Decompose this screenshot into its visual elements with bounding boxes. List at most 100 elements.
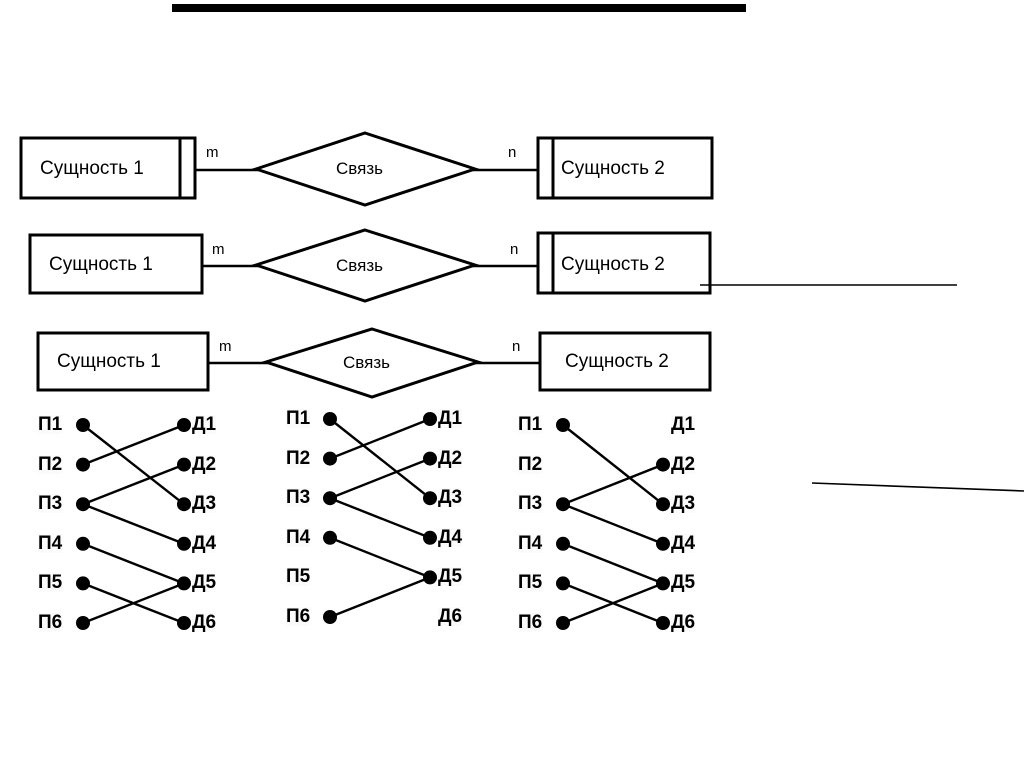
mapping-node-dot[interactable]: [656, 497, 670, 512]
mapping-node-label-right: Д3: [671, 493, 696, 515]
mapping-node-label-right: Д1: [192, 414, 217, 435]
mapping-node-label-right: Д4: [438, 526, 463, 548]
mapping-node-label-left: П2: [286, 447, 311, 469]
mapping-node-dot[interactable]: [177, 536, 191, 551]
cardinality-right-3: n: [512, 338, 521, 355]
mapping-node-label-left: П6: [38, 612, 63, 633]
mapping-node-dot[interactable]: [323, 491, 337, 506]
mapping-node-dot[interactable]: [423, 530, 437, 545]
entity-box-right-3[interactable]: [538, 331, 712, 392]
mapping-node-dot[interactable]: [556, 616, 570, 630]
relationship-diamond-3[interactable]: [261, 327, 483, 399]
mapping-node-dot[interactable]: [323, 412, 337, 426]
mapping-node-dot[interactable]: [323, 451, 337, 466]
cardinality-right-1: n: [508, 144, 517, 161]
mapping-node-dot[interactable]: [323, 530, 337, 545]
mapping-node-label-right: Д4: [192, 532, 217, 554]
mapping-edge: [329, 536, 431, 579]
entity-label-right-2: Сущность 2: [561, 254, 665, 275]
mapping-node-dot[interactable]: [76, 536, 90, 551]
mapping-edge: [82, 463, 185, 506]
mapping-node-dot[interactable]: [423, 451, 437, 466]
mapping-node-dot[interactable]: [556, 418, 570, 432]
cardinality-left-3: m: [219, 338, 232, 355]
mapping-node-dot[interactable]: [177, 497, 191, 512]
stray-line-2: [811, 482, 1024, 492]
mapping-edge: [562, 582, 664, 625]
entity-label-right-3: Сущность 2: [565, 351, 669, 372]
mapping-node-label-left: П3: [286, 487, 311, 509]
mapping-node-label-left: П5: [286, 566, 311, 588]
relationship-label-3: Связь: [343, 353, 390, 372]
mapping-node-dot[interactable]: [656, 576, 670, 591]
title-bar: [172, 4, 746, 12]
mapping-node-dot[interactable]: [556, 536, 570, 551]
mapping-node-dot[interactable]: [76, 576, 90, 591]
stray-lines: [700, 284, 1024, 492]
cardinality-left-2: m: [212, 241, 225, 258]
mapping-node-label-left: П6: [286, 606, 311, 627]
entity-box-right-2[interactable]: [536, 231, 712, 295]
mapping-edge: [82, 423, 185, 466]
mapping-node-dot[interactable]: [76, 497, 90, 512]
mapping-edge: [329, 457, 431, 500]
entity-box-left-3[interactable]: [36, 331, 210, 392]
entity-box-left-1[interactable]: [19, 136, 197, 200]
cardinality-right-2: n: [510, 241, 519, 258]
mapping-node-label-right: Д6: [438, 606, 463, 627]
mapping-edge: [329, 417, 431, 460]
mapping-node-label-left: П1: [38, 414, 63, 435]
mapping-node-label-left: П5: [518, 572, 543, 594]
mapping-edge: [82, 424, 185, 506]
entity-box-right-1[interactable]: [536, 136, 714, 200]
mapping-graphics-layer: [76, 412, 670, 630]
mapping-edge: [329, 576, 431, 619]
mapping-node-label-right: Д2: [192, 453, 217, 475]
mapping-edge: [82, 542, 185, 585]
mapping-node-dot[interactable]: [656, 457, 670, 472]
mapping-node-label-right: Д2: [671, 453, 696, 475]
mapping-edge: [562, 542, 664, 585]
mapping-node-dot[interactable]: [423, 570, 437, 585]
er-row-2: [28, 228, 712, 303]
mapping-edge: [562, 463, 664, 506]
mapping-node-dot[interactable]: [177, 576, 191, 591]
mapping-edge: [82, 582, 185, 625]
mapping-node-dot[interactable]: [556, 576, 570, 591]
mapping-node-dot[interactable]: [423, 491, 437, 506]
mapping-node-label-right: Д1: [438, 408, 463, 429]
relationship-diamond-2[interactable]: [251, 228, 480, 303]
relationship-label-1: Связь: [336, 159, 383, 178]
mapping-edge: [329, 418, 431, 500]
mapping-node-dot[interactable]: [177, 418, 191, 432]
entity-box-left-2[interactable]: [28, 233, 204, 295]
entity-label-left-1: Сущность 1: [40, 158, 144, 179]
mapping-node-label-left: П5: [38, 572, 63, 594]
mapping-node-label-left: П2: [38, 453, 63, 475]
mapping-node-dot[interactable]: [656, 536, 670, 551]
mapping-node-label-right: Д3: [438, 487, 463, 509]
cardinality-left-1: m: [206, 144, 219, 161]
mapping-node-label-left: П2: [518, 453, 543, 475]
mapping-node-dot[interactable]: [556, 497, 570, 512]
mapping-node-dot[interactable]: [423, 412, 437, 426]
mapping-node-dot[interactable]: [76, 418, 90, 432]
mapping-node-dot[interactable]: [177, 457, 191, 472]
mapping-node-label-left: П3: [518, 493, 543, 515]
mapping-node-dot[interactable]: [656, 616, 670, 630]
mapping-node-label-right: Д3: [192, 493, 217, 515]
entity-label-right-1: Сущность 2: [561, 158, 665, 179]
mapping-node-dot[interactable]: [177, 616, 191, 630]
mapping-node-label-left: П4: [286, 526, 311, 548]
mapping-node-label-right: Д6: [192, 612, 217, 633]
mapping-node-dot[interactable]: [76, 457, 90, 472]
mapping-node-label-right: Д6: [671, 612, 696, 633]
relationship-diamond-1[interactable]: [251, 131, 480, 207]
mapping-node-dot[interactable]: [323, 610, 337, 624]
mapping-node-dot[interactable]: [76, 616, 90, 630]
er-row-3: [36, 327, 712, 399]
mapping-node-label-right: Д5: [438, 566, 463, 588]
entity-label-left-3: Сущность 1: [57, 351, 161, 372]
